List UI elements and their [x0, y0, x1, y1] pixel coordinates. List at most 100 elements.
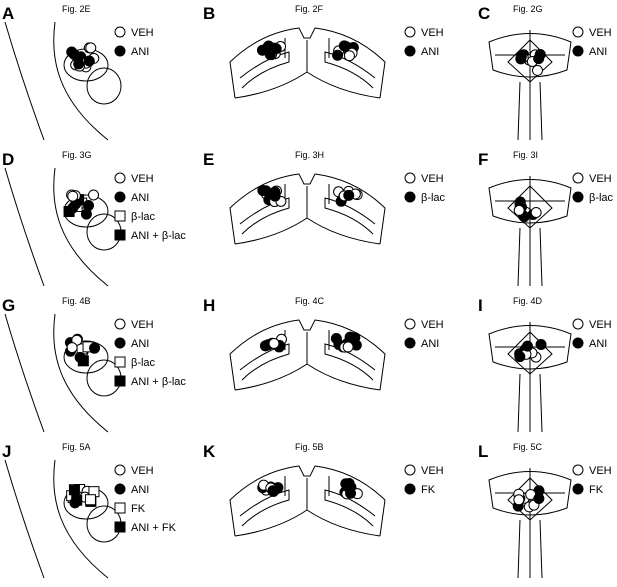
legend-filled-square-icon — [114, 521, 126, 533]
figure-reference-label: Fig. 5A — [62, 442, 91, 452]
legend-filled-circle-icon — [572, 483, 584, 495]
placement-circle-marker — [515, 53, 527, 65]
left-hippocampus-outline — [239, 197, 290, 235]
panel-letter: I — [478, 296, 483, 315]
placement-circle-marker — [332, 49, 344, 61]
target-region-outline — [63, 340, 109, 374]
figure-reference-label: Fig. 4C — [295, 296, 325, 306]
legend-open-circle-icon — [572, 172, 584, 184]
ventral-nucleus-outline — [507, 477, 553, 521]
placement-circle-marker — [343, 189, 355, 201]
panel-letter: F — [478, 150, 488, 169]
placement-circle-marker — [270, 43, 282, 55]
placement-circle-marker — [535, 338, 547, 350]
legend-label: ANI + β-lac — [131, 376, 186, 388]
figure-reference-label: Fig. 3G — [62, 150, 92, 160]
hippocampus-outline — [53, 167, 109, 287]
coronal-cortex-outline — [229, 173, 386, 245]
legend-label: VEH — [589, 173, 612, 185]
placement-square-marker — [68, 484, 80, 496]
legend-open-circle-icon — [114, 26, 126, 38]
brain-outline-curve — [4, 459, 45, 579]
panel-letter: K — [203, 442, 216, 461]
ventral-nucleus-outline — [507, 39, 553, 83]
hippocampus-outline — [53, 459, 109, 579]
figure-reference-label: Fig. 4B — [62, 296, 91, 306]
placement-circle-marker — [73, 58, 85, 70]
legend-label: FK — [421, 484, 436, 496]
panel-letter: G — [2, 296, 15, 315]
panel-a: A Fig. 2E VEH ANI — [2, 4, 154, 141]
legend-open-circle-icon — [114, 318, 126, 330]
ventral-left-tract — [517, 227, 521, 287]
left-hippocampus-outline — [239, 343, 290, 381]
legend-filled-circle-icon — [572, 191, 584, 203]
panel-letter: E — [203, 150, 214, 169]
legend-label: VEH — [131, 27, 154, 39]
legend-open-circle-icon — [114, 464, 126, 476]
hippocampus-outline — [53, 21, 109, 141]
figure-reference-label: Fig. 2E — [62, 4, 91, 14]
figure-reference-label: Fig. 3H — [295, 150, 324, 160]
legend-label: ANI + β-lac — [131, 230, 186, 242]
panel-letter: J — [2, 442, 11, 461]
brain-outline-curve — [4, 167, 45, 287]
legend-filled-circle-icon — [572, 45, 584, 57]
legend-filled-square-icon — [114, 229, 126, 241]
placement-circle-marker — [89, 342, 101, 354]
right-hippocampus-outline — [324, 51, 376, 89]
legend-label: VEH — [131, 465, 154, 477]
ventral-nucleus-outline — [507, 331, 553, 375]
legend-label: ANI — [131, 338, 149, 350]
ventral-left-tract — [517, 373, 521, 433]
legend-label: ANI — [131, 46, 149, 58]
legend-label: FK — [131, 503, 146, 515]
legend-open-circle-icon — [404, 26, 416, 38]
placement-circle-marker — [533, 493, 545, 505]
legend-open-circle-icon — [572, 318, 584, 330]
legend-label: ANI — [589, 46, 607, 58]
legend-label: ANI — [131, 192, 149, 204]
placement-circle-marker — [341, 481, 353, 493]
legend-label: β-lac — [131, 357, 156, 369]
placement-circle-marker — [513, 494, 525, 506]
panel-letter: C — [478, 4, 490, 23]
ventral-outline — [488, 471, 572, 516]
legend-label: VEH — [421, 319, 444, 331]
ventral-right-tract — [539, 373, 543, 433]
legend-label: FK — [589, 484, 604, 496]
placement-circle-marker — [83, 55, 95, 67]
legend-open-circle-icon — [572, 26, 584, 38]
ventral-left-tract — [517, 81, 521, 141]
legend-filled-circle-icon — [404, 191, 416, 203]
figure-reference-label: Fig. 2G — [513, 4, 543, 14]
left-hippocampus-outline — [239, 489, 290, 527]
placement-circle-marker — [521, 340, 533, 352]
legend-open-circle-icon — [572, 464, 584, 476]
placement-circle-marker — [338, 40, 350, 52]
brain-outline-curve — [4, 21, 45, 141]
ventral-right-tract — [539, 519, 543, 579]
panel-letter: L — [478, 442, 488, 461]
panel-letter: D — [2, 150, 14, 169]
legend-label: VEH — [131, 319, 154, 331]
placement-circle-marker — [330, 333, 342, 345]
figure-reference-label: Fig. 3I — [513, 150, 538, 160]
panel-letter: A — [2, 4, 14, 23]
legend-open-circle-icon — [404, 172, 416, 184]
legend-label: ANI — [131, 484, 149, 496]
legend-label: ANI — [421, 338, 439, 350]
ventral-right-tract — [539, 81, 543, 141]
legend-filled-circle-icon — [114, 483, 126, 495]
coronal-cortex-outline — [229, 319, 386, 391]
right-hippocampus-outline — [324, 489, 376, 527]
